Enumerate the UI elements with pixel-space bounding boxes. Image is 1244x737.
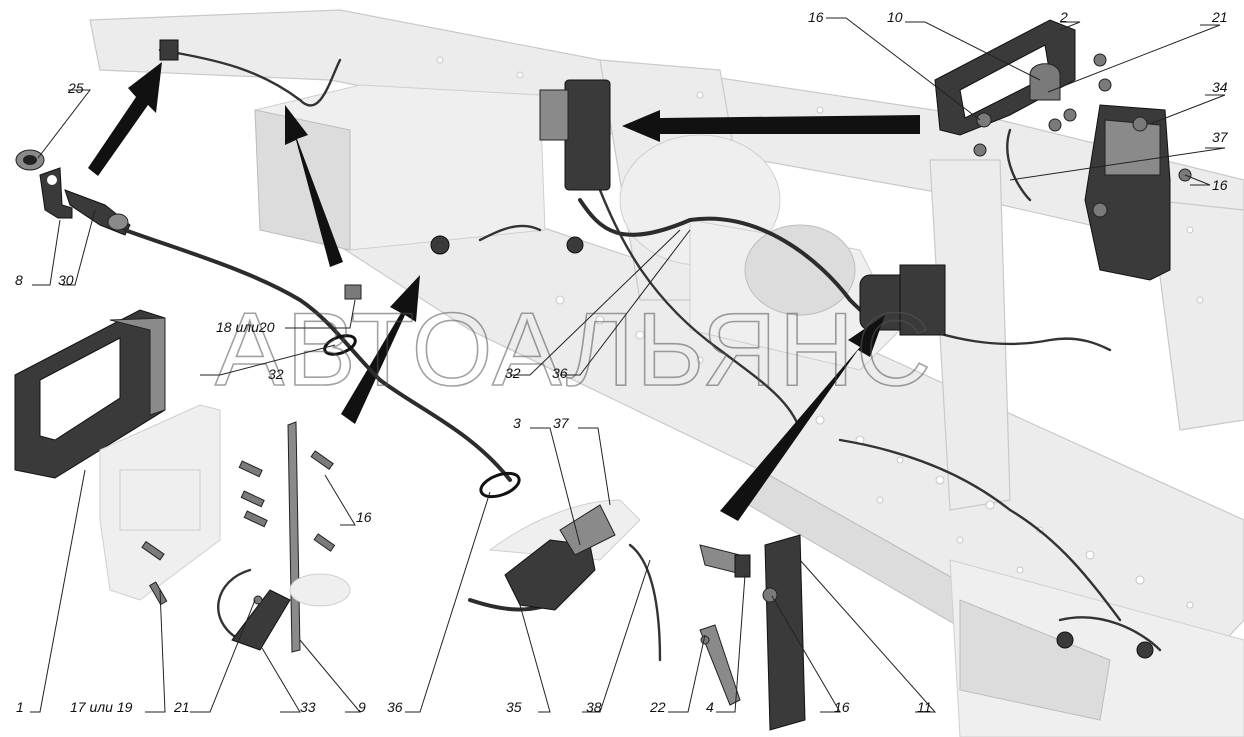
callout-18-20: 18 или20 [216,319,275,335]
callout-4: 4 [706,699,714,715]
arrow-center-diag [341,275,420,424]
bolts-16-17 [141,284,362,606]
callout-2: 2 [1059,9,1068,25]
bracket-8 [39,167,73,219]
callout-32-left: 32 [268,366,284,382]
callout-11: 11 [917,699,932,715]
bracket-2 [934,19,1076,136]
callout-36-bottom: 36 [387,699,403,715]
ecu-module [99,404,221,601]
strip-bracket-9 [287,421,301,653]
callout-16-bottom: 16 [834,699,850,715]
callout-35: 35 [506,699,522,715]
callout-38: 38 [586,699,602,715]
mounting-bar-11 [762,534,806,731]
leader-lines [30,17,1226,713]
chassis-frame [89,9,1244,737]
connector-group-35 [468,499,662,662]
callout-labels: 25 8 30 16 10 2 21 34 37 16 18 или20 32 … [15,9,1229,715]
callout-3: 3 [513,415,521,431]
cable-tie-36 [323,334,521,499]
bracket-4 [699,544,751,578]
chassis-connectors [159,39,1154,659]
callout-21-bottom: 21 [173,699,190,715]
relay-block-34 [1006,104,1171,281]
callout-16-top: 16 [808,9,824,25]
direction-arrows [88,62,920,521]
plate-1 [14,309,166,479]
callout-1: 1 [16,699,24,715]
sensor-30 [64,189,512,482]
arrow-right-diag [720,315,885,521]
arrow-left-top [88,62,162,176]
nut-25 [15,149,45,171]
callout-22: 22 [649,699,666,715]
frame-holes [436,56,1204,609]
connector-33 [217,568,351,651]
callout-25: 25 [67,80,84,96]
callout-8: 8 [15,272,23,288]
callout-16-middle: 16 [356,509,372,525]
callout-37-top: 37 [1212,129,1229,145]
callout-21-top: 21 [1211,9,1228,25]
callout-32-center: 32 [505,365,521,381]
watermark-text: АВТОАЛЬЯНС [215,292,933,408]
callout-17-19: 17 или 19 [70,699,133,715]
callout-16-right: 16 [1212,177,1228,193]
arrow-center-up [285,105,343,267]
callout-30: 30 [58,272,74,288]
callout-33: 33 [300,699,316,715]
callout-34: 34 [1212,79,1228,95]
callout-36-center: 36 [552,365,568,381]
arrow-horizontal [622,110,920,142]
callout-10: 10 [887,9,903,25]
callout-37-bottom: 37 [553,415,570,431]
bracket-22 [699,624,741,706]
callout-9: 9 [358,699,366,715]
